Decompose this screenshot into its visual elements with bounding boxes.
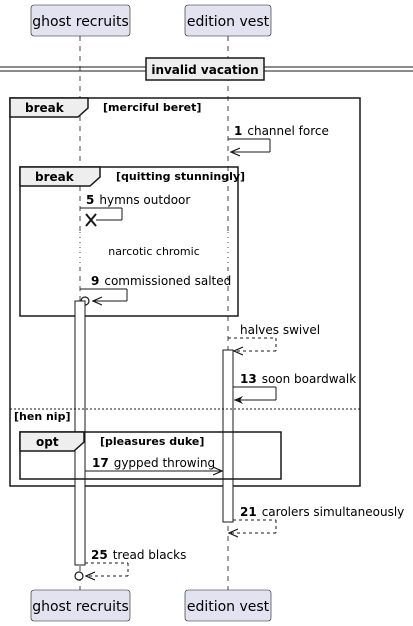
message-text: carolers simultaneously	[262, 505, 405, 519]
participant-label: edition vest	[187, 14, 270, 30]
message-17: 17 gypped throwing	[85, 456, 222, 471]
message-text: hymns outdoor	[99, 193, 190, 207]
message-halves-swivel: halves swivel	[228, 323, 320, 351]
message-number: 21	[240, 505, 257, 519]
fragment-opt: opt [pleasures duke]	[19, 431, 282, 480]
delay-label: narcotic chromic	[108, 245, 200, 258]
message-9: 9 commissioned salted	[80, 274, 231, 306]
fragment-else: [hen nip]	[10, 408, 360, 423]
participant-label: ghost recruits	[32, 14, 129, 30]
fragment-outer-break: break [merciful beret]	[9, 97, 361, 487]
activation-edition-vest	[222, 349, 234, 523]
fragment-keyword: opt	[36, 435, 59, 449]
participant-label: edition vest	[187, 599, 270, 615]
message-number: 9	[91, 274, 99, 288]
fragment-guard: [quitting stunningly]	[116, 170, 245, 183]
participant-ghost-recruits-bottom[interactable]: ghost recruits	[30, 589, 131, 622]
message-21: 21 carolers simultaneously	[229, 505, 404, 533]
message-text: halves swivel	[240, 323, 320, 337]
else-guard: [hen nip]	[14, 410, 70, 423]
message-13: 13 soon boardwalk	[233, 372, 356, 404]
delay: narcotic chromic	[78, 232, 234, 270]
message-text: soon boardwalk	[262, 372, 357, 386]
participant-edition-vest-bottom[interactable]: edition vest	[184, 589, 272, 622]
message-text: gypped throwing	[114, 456, 215, 470]
message-number: 25	[91, 548, 108, 562]
divider-label: invalid vacation	[151, 63, 258, 77]
message-5: 5 hymns outdoor	[80, 193, 190, 227]
participant-ghost-recruits-top[interactable]: ghost recruits	[30, 4, 131, 37]
fragment-keyword: break	[25, 101, 65, 115]
message-number: 13	[240, 372, 257, 386]
fragment-guard: [merciful beret]	[103, 101, 201, 114]
message-number: 5	[86, 193, 94, 207]
divider-invalid-vacation: invalid vacation	[0, 57, 413, 81]
message-text: tread blacks	[113, 548, 187, 562]
destroy-icon	[85, 213, 97, 227]
message-text: commissioned salted	[104, 274, 231, 288]
participant-edition-vest-top[interactable]: edition vest	[184, 4, 272, 37]
fragment-inner-break: break [quitting stunningly]	[19, 166, 245, 317]
participant-label: ghost recruits	[32, 599, 129, 615]
message-number: 1	[234, 124, 242, 138]
message-text: channel force	[247, 124, 329, 138]
message-25: 25 tread blacks	[74, 548, 186, 581]
fragment-keyword: break	[35, 170, 75, 184]
fragment-guard: [pleasures duke]	[100, 435, 204, 448]
message-1: 1 channel force	[228, 124, 329, 152]
svg-text:halves swivel: halves swivel	[240, 323, 320, 337]
message-number: 17	[92, 456, 109, 470]
